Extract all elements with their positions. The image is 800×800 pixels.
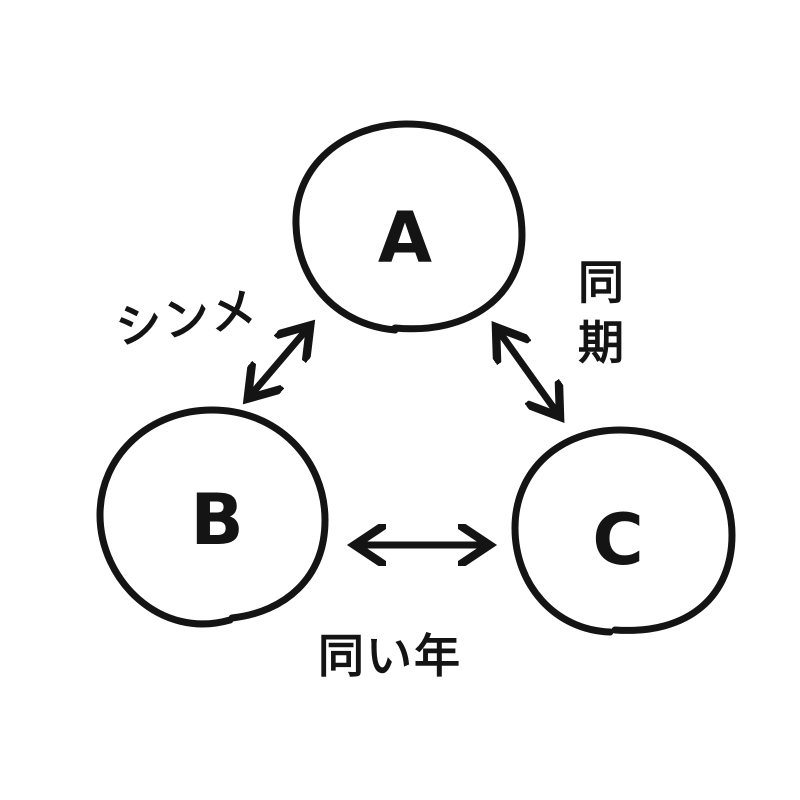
node-a-circle — [292, 120, 526, 334]
node-b-label: B — [190, 479, 244, 561]
edge-a-b-arrow — [250, 328, 308, 396]
node-c-circle — [511, 426, 736, 636]
edge-a-c-label: 同期 — [571, 258, 625, 378]
edge-b-c-label: 同い年 — [318, 629, 462, 683]
node-b-circle — [96, 406, 329, 628]
node-c-label: C — [592, 499, 644, 581]
node-a-label: A — [377, 197, 433, 279]
edge-a-c-arrow — [498, 330, 558, 414]
